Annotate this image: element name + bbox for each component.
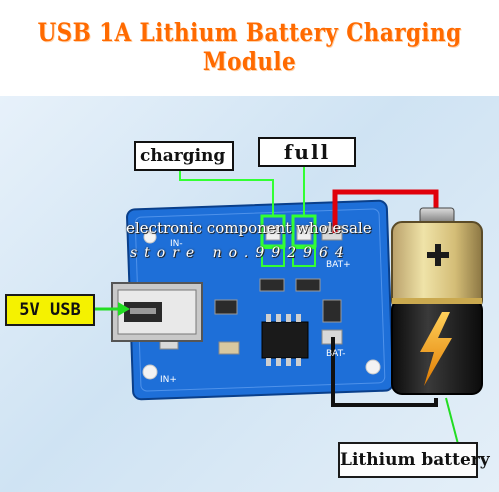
silk-in-plus: IN+ [160,375,177,385]
silk-bat-minus: BAT- [326,349,346,359]
usb-input-label: 5V USB [5,294,95,326]
smd-capacitor [218,341,240,355]
mounting-hole [143,230,157,244]
negative-wire [331,337,438,407]
page-title: USB 1A Lithium Battery Charging Module [37,18,462,76]
silk-in-minus: IN- [170,239,183,249]
watermark-line2: store no.992964 [130,245,351,261]
led-pad-highlight [261,247,285,267]
mini-usb-connector [111,282,203,342]
smd-resistor [295,278,321,292]
lightning-bolt-icon [420,312,452,386]
lithium-battery-label: Lithium battery [338,442,490,478]
charger-ic [261,314,309,366]
led-pad-highlight [292,247,316,267]
charging-leader-line [179,167,274,216]
mounting-hole [365,359,381,375]
full-label: full [258,137,356,167]
mounting-hole [142,364,158,380]
silk-bat-plus: BAT+ [326,260,351,270]
usb-arrow [93,302,130,316]
battery-illustration [391,207,483,395]
battery-leader-line [445,397,459,445]
smd-resistor [322,299,342,323]
watermark-line1: electronic component wholesale [126,219,372,237]
smd-resistor [214,299,238,315]
smd-resistor [259,278,285,292]
charging-label: charging [134,141,234,171]
positive-wire [332,189,439,233]
